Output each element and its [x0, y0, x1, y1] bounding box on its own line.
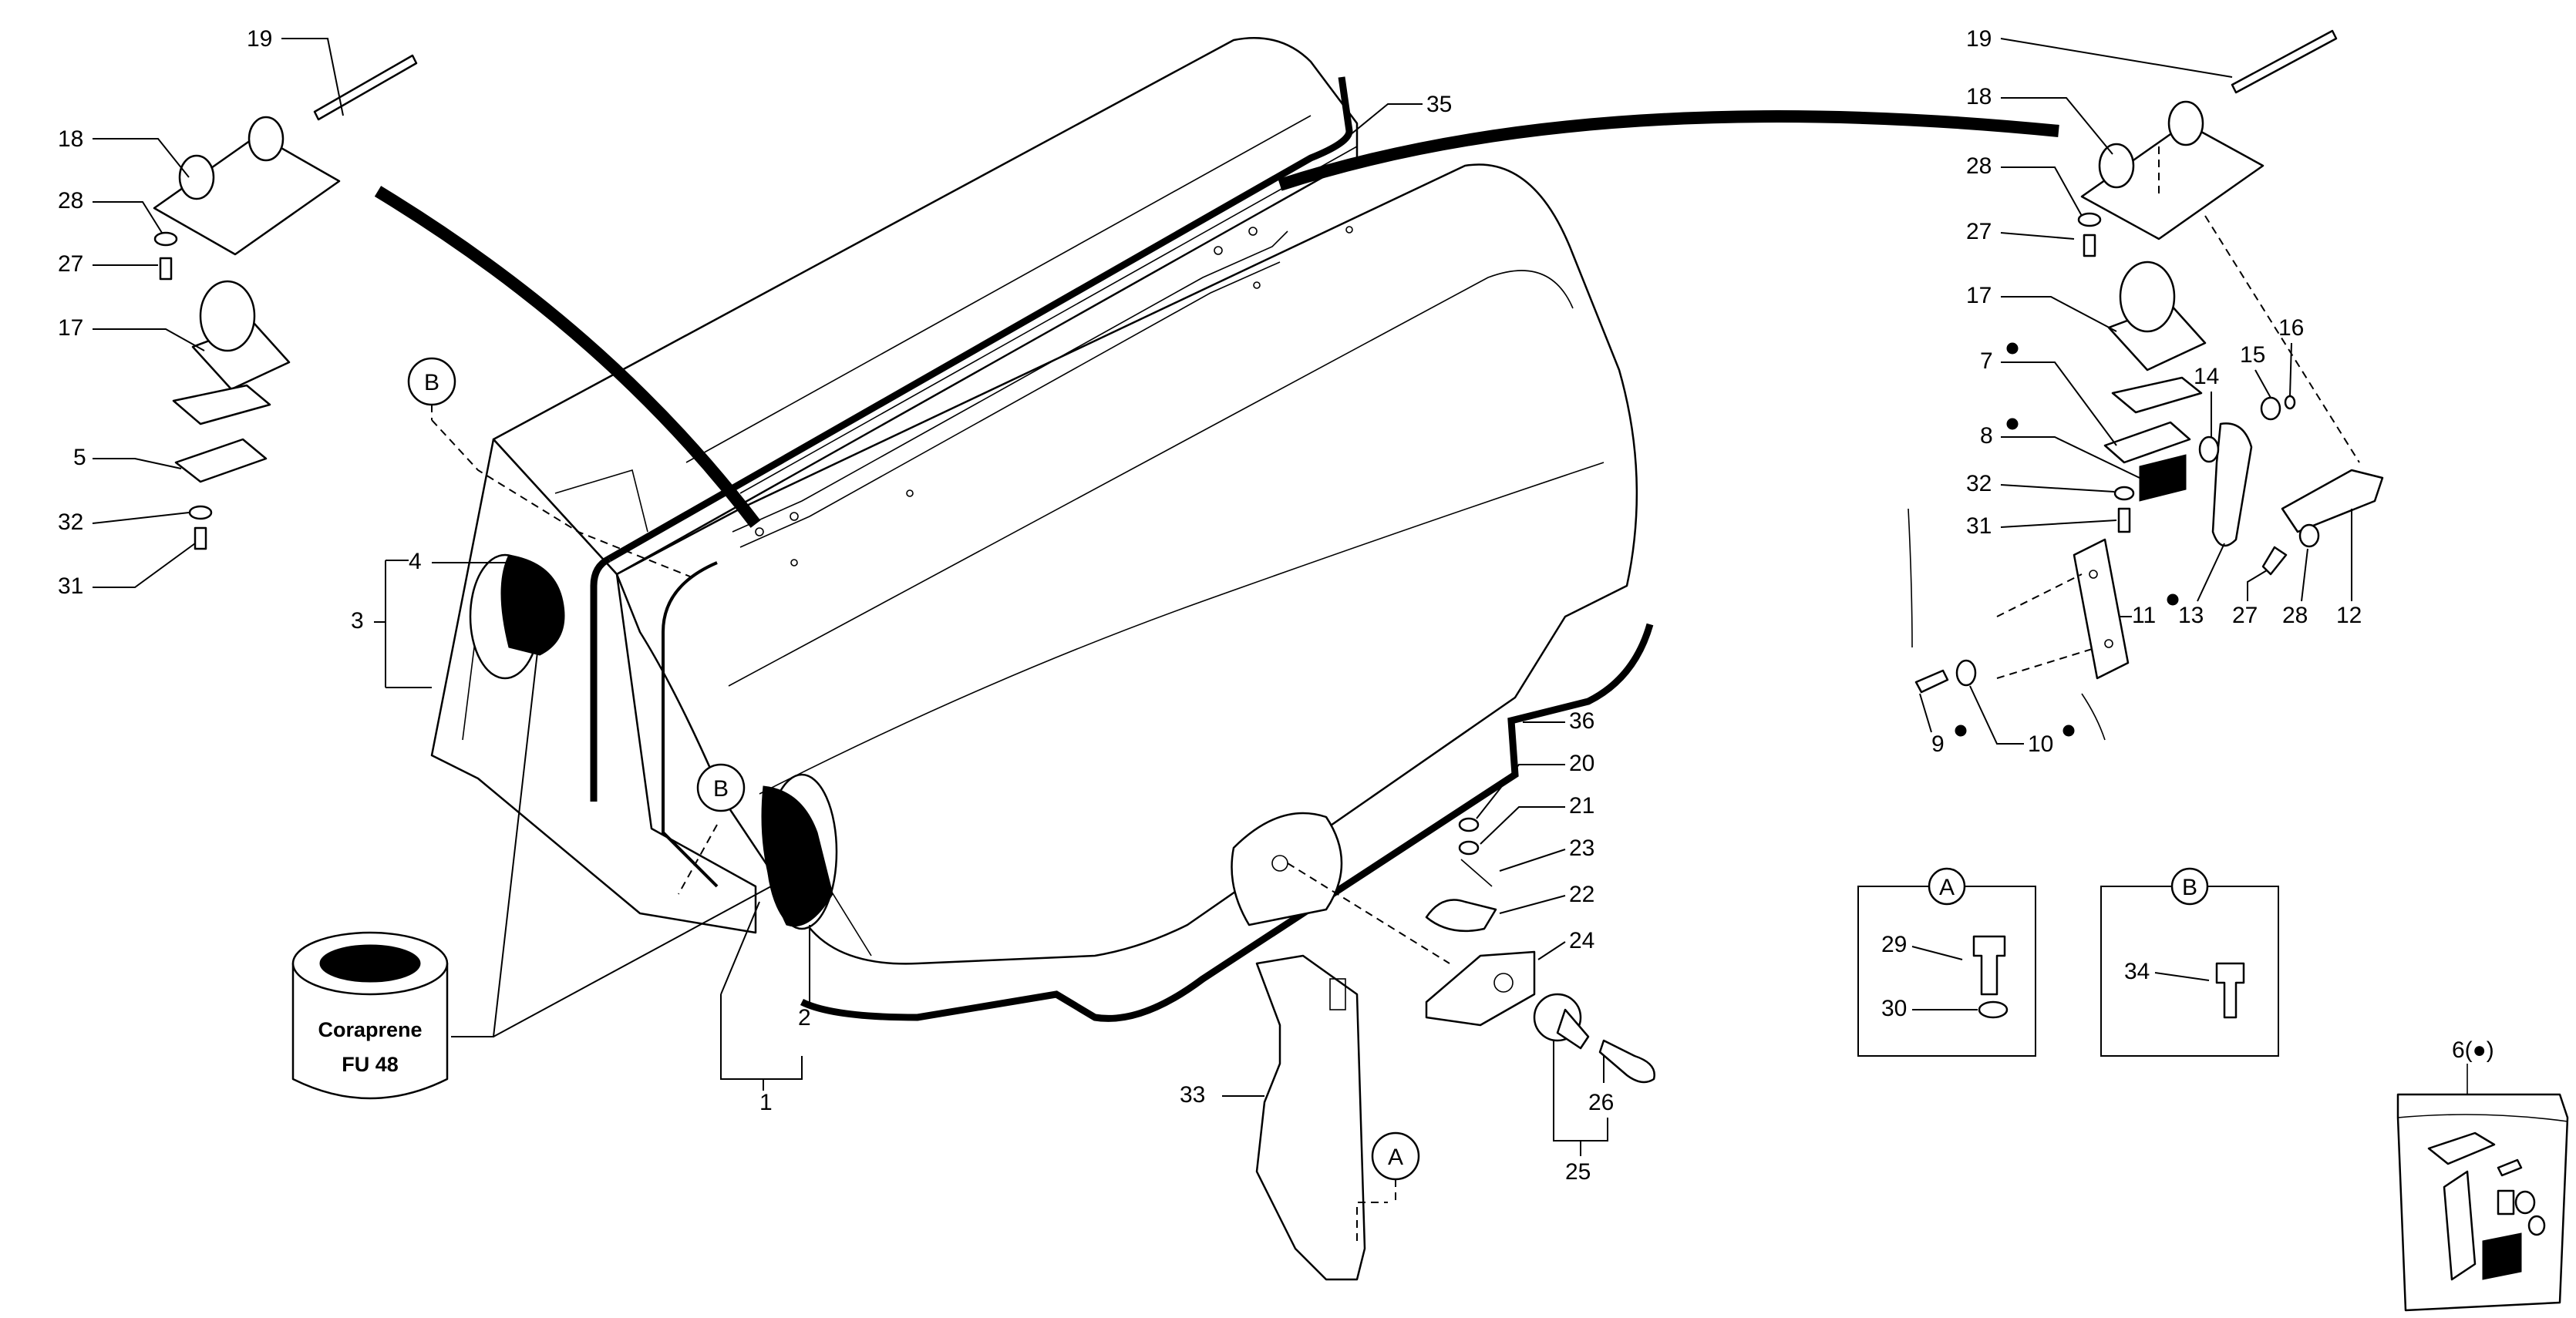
- right-hinge-assembly: [1908, 29, 2384, 741]
- callout-24: 24: [1569, 928, 1594, 953]
- callout-33: 33: [1180, 1082, 1205, 1108]
- callout-19-left: 19: [247, 26, 272, 52]
- cover-body: [430, 37, 1654, 1022]
- callout-10: 10: [2028, 731, 2053, 757]
- detail-ref-b-1: B: [407, 357, 456, 420]
- callout-4: 4: [409, 549, 422, 574]
- callout-17-right: 17: [1966, 283, 1992, 308]
- callout-30: 30: [1881, 996, 1907, 1021]
- svg-text:B: B: [713, 776, 729, 802]
- kit-label: 6(●): [2452, 1037, 2494, 1063]
- callout-34: 34: [2124, 959, 2150, 984]
- callout-31-left: 31: [58, 573, 83, 599]
- callout-35: 35: [1426, 92, 1452, 117]
- callout-16: 16: [2278, 315, 2304, 341]
- callout-15: 15: [2240, 342, 2265, 368]
- callout-7: 7: [1980, 348, 1993, 374]
- callout-21: 21: [1569, 793, 1594, 819]
- callouts-left: 19 18 28 27 17 5 32 31: [58, 26, 344, 599]
- callout-25: 25: [1565, 1159, 1591, 1185]
- adhesive-can: Coraprene FU 48: [291, 631, 772, 1100]
- callout-8: 8: [1980, 423, 1993, 449]
- left-hinge-assembly: [153, 54, 418, 550]
- callout-27-right-b: 27: [2232, 603, 2258, 628]
- callout-20: 20: [1569, 751, 1594, 776]
- detail-box-b: B 34: [2100, 867, 2279, 1057]
- callout-36: 36: [1569, 708, 1594, 734]
- callout-18-right: 18: [1966, 84, 1992, 109]
- link-curve-right: [1278, 110, 2059, 191]
- callout-22: 22: [1569, 882, 1594, 907]
- callout-11: 11: [2132, 603, 2156, 628]
- callout-28-right-a: 28: [1966, 153, 1992, 179]
- link-curve-left: [374, 186, 761, 528]
- callouts-right: 19 18 28 27 17 7 8 32 31 14 15 16 13 27 …: [1919, 26, 2362, 757]
- callout-27-left: 27: [58, 251, 83, 277]
- callout-19-right: 19: [1966, 26, 1992, 52]
- svg-text:B: B: [424, 370, 439, 395]
- can-label-line2: FU 48: [342, 1053, 399, 1076]
- callout-17-left: 17: [58, 315, 83, 341]
- callout-14: 14: [2194, 364, 2219, 389]
- svg-text:A: A: [1388, 1145, 1403, 1170]
- callout-1: 1: [759, 1090, 773, 1115]
- callout-2: 2: [798, 1005, 811, 1031]
- latch-lock-parts: [1255, 817, 1655, 1281]
- callout-3: 3: [351, 608, 364, 634]
- detail-b-letter: B: [2182, 875, 2197, 900]
- detail-ref-b-2: B: [696, 763, 746, 812]
- callout-13: 13: [2178, 603, 2204, 628]
- callout-5: 5: [73, 445, 86, 470]
- callouts-body: 35 4 3 2 1 36 20 21 23 22 24 26 25 33: [351, 92, 1614, 1185]
- detail-a-letter: A: [1939, 875, 1955, 900]
- callout-31-right: 31: [1966, 513, 1992, 539]
- callout-23: 23: [1569, 836, 1594, 861]
- callout-27-right-a: 27: [1966, 219, 1992, 244]
- callout-28-right-b: 28: [2282, 603, 2308, 628]
- callout-32-left: 32: [58, 509, 83, 535]
- can-label-line1: Coraprene: [318, 1018, 422, 1041]
- callout-29: 29: [1881, 932, 1907, 957]
- callout-9: 9: [1931, 731, 1945, 757]
- callout-12: 12: [2336, 603, 2362, 628]
- callout-28-left: 28: [58, 188, 83, 214]
- detail-box-a: A 29 30: [1857, 867, 2036, 1057]
- callout-32-right: 32: [1966, 471, 1992, 496]
- callout-26: 26: [1588, 1090, 1614, 1115]
- detail-ref-a-1: A: [1371, 1131, 1420, 1202]
- kit-bag: 6(●): [2396, 1037, 2569, 1312]
- callout-18-left: 18: [58, 126, 83, 152]
